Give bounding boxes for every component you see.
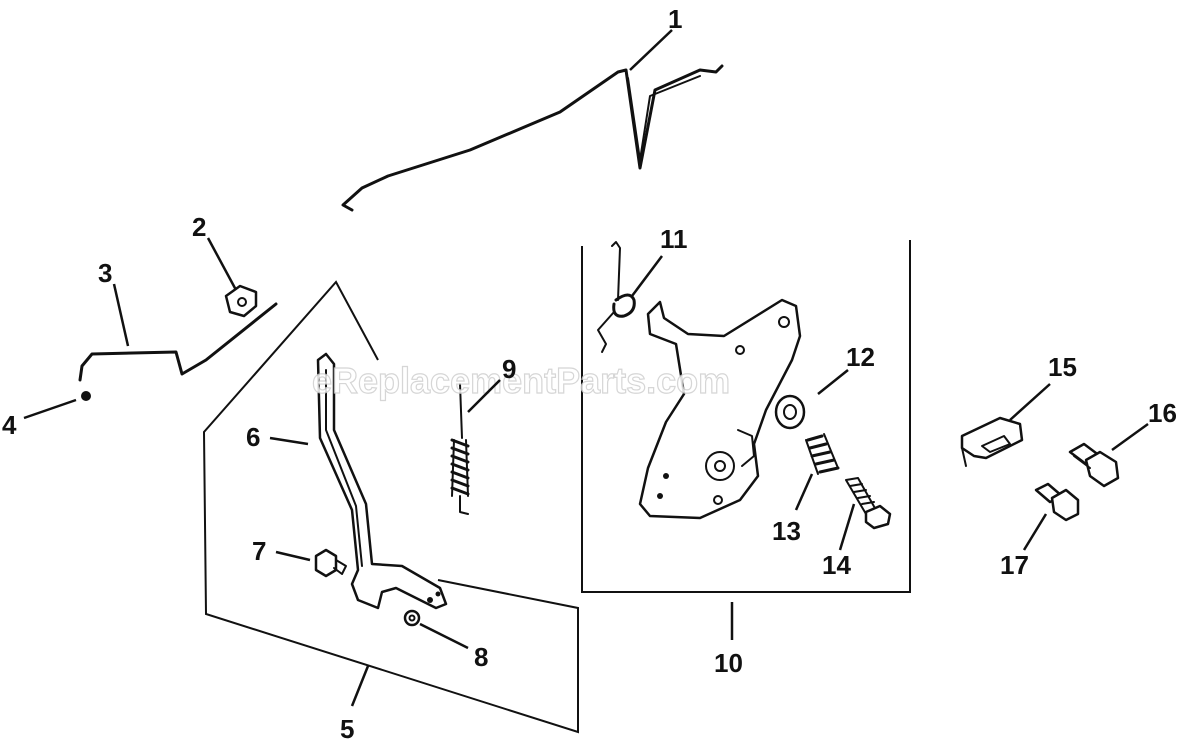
callout-1: 1 [668, 4, 682, 34]
callout-11: 11 [660, 224, 688, 254]
part-9-spring [450, 383, 470, 515]
part-2-clip [224, 284, 258, 318]
callout-8: 8 [474, 642, 488, 672]
callout-10: 10 [714, 648, 743, 678]
callout-3: 3 [98, 258, 112, 288]
control-bracket-plate [638, 298, 802, 520]
callout-15: 15 [1048, 352, 1077, 382]
part-10-kit-outline [581, 240, 911, 593]
part-8-nut [403, 609, 421, 627]
part-7-bolt [314, 548, 347, 578]
part-5-kit-outline [202, 280, 579, 734]
part-1-throttle-rod [341, 64, 724, 212]
callout-9: 9 [502, 354, 516, 384]
part-14-screw [845, 477, 892, 530]
callout-7: 7 [252, 536, 266, 566]
callout-numbers: 1 2 3 4 5 6 7 8 9 10 11 12 13 14 15 16 1… [2, 4, 1177, 744]
callout-13: 13 [772, 516, 801, 546]
callout-12: 12 [846, 342, 875, 372]
part-11-torsion-spring [597, 241, 636, 353]
part-13-spring [805, 433, 840, 475]
callout-4: 4 [2, 410, 17, 440]
callout-5: 5 [340, 714, 354, 744]
leader-lines [23, 29, 1149, 707]
callout-16: 16 [1148, 398, 1177, 428]
part-3-link-rod [78, 302, 278, 382]
callout-2: 2 [192, 212, 206, 242]
part-17-bolt [1034, 482, 1080, 522]
part-15-clip [960, 416, 1024, 467]
callout-17: 17 [1000, 550, 1029, 580]
part-16-bolt [1068, 442, 1120, 488]
part-6-lever [316, 352, 448, 610]
callout-14: 14 [822, 550, 851, 580]
part-12-washer [774, 394, 806, 430]
part-4-ball [81, 391, 91, 401]
callout-6: 6 [246, 422, 260, 452]
watermark: eReplacementParts.com [312, 360, 730, 401]
